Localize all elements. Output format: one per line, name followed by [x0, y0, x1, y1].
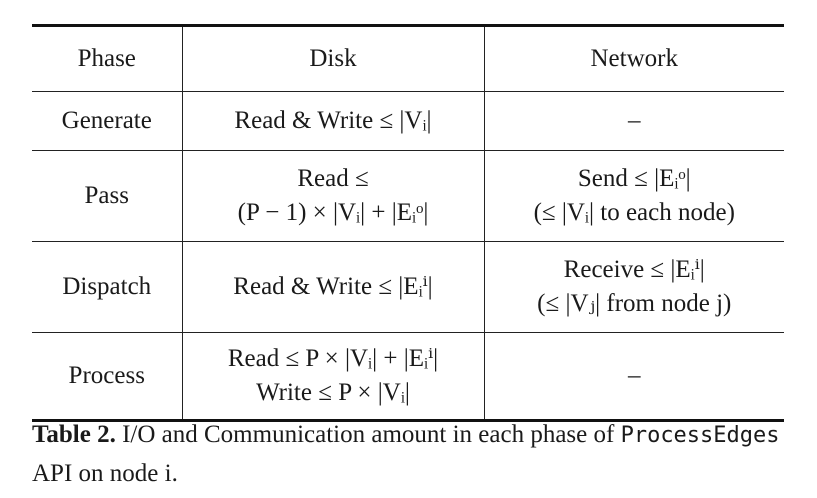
- phase-cell: Generate: [32, 91, 182, 151]
- caption-text: I/O and Communication amount in each pha…: [115, 421, 621, 448]
- disk-cell: Read ≤ P × |Vᵢ| + |Eᵢⁱ| Write ≤ P × |Vᵢ|: [181, 332, 484, 421]
- disk-line: Write ≤ P × |Vᵢ|: [256, 379, 410, 406]
- network-line: –: [628, 362, 641, 389]
- table-row: Process Read ≤ P × |Vᵢ| + |Eᵢⁱ| Write ≤ …: [32, 332, 784, 421]
- header-phase: Phase: [77, 45, 136, 72]
- network-line: Send ≤ |Eᵢᵒ|: [577, 165, 691, 192]
- disk-line: Read ≤ P × |Vᵢ| + |Eᵢⁱ|: [227, 345, 439, 372]
- io-communication-table: Phase Disk Network Generate Read & Write…: [32, 24, 784, 422]
- disk-cell: Read & Write ≤ |Vᵢ|: [181, 91, 484, 151]
- disk-line: Read ≤: [297, 165, 369, 192]
- network-cell: Send ≤ |Eᵢᵒ| (≤ |Vᵢ| to each node): [483, 150, 784, 242]
- table-header-row: Phase Disk Network: [32, 25, 784, 92]
- caption-code: ProcessEdges: [620, 423, 780, 448]
- table-row: Dispatch Read & Write ≤ |Eᵢⁱ| Receive ≤ …: [32, 241, 784, 333]
- disk-line: Read & Write ≤ |Eᵢⁱ|: [233, 273, 433, 300]
- table-row: Pass Read ≤ (P − 1) × |Vᵢ| + |Eᵢᵒ| Send …: [32, 150, 784, 242]
- header-network: Network: [483, 25, 784, 92]
- caption-text-end: API on node i.: [32, 460, 178, 487]
- disk-cell: Read & Write ≤ |Eᵢⁱ|: [181, 241, 484, 333]
- io-communication-table-wrap: Phase Disk Network Generate Read & Write…: [32, 24, 784, 422]
- disk-line: (P − 1) × |Vᵢ| + |Eᵢᵒ|: [237, 199, 429, 226]
- network-cell: –: [483, 332, 784, 421]
- phase-cell: Dispatch: [32, 241, 182, 333]
- network-cell: –: [483, 91, 784, 151]
- disk-cell: Read ≤ (P − 1) × |Vᵢ| + |Eᵢᵒ|: [181, 150, 484, 242]
- caption-label: Table 2.: [32, 421, 116, 448]
- network-line: Receive ≤ |Eᵢⁱ|: [563, 256, 705, 283]
- network-cell: Receive ≤ |Eᵢⁱ| (≤ |Vⱼ| from node j): [483, 241, 784, 333]
- phase-cell: Process: [32, 332, 182, 421]
- table-caption: Table 2. I/O and Communication amount in…: [32, 416, 792, 493]
- table-row: Generate Read & Write ≤ |Vᵢ| –: [32, 91, 784, 151]
- disk-line: Read & Write ≤ |Vᵢ|: [234, 107, 432, 134]
- network-line: –: [628, 107, 641, 134]
- network-line: (≤ |Vᵢ| to each node): [533, 199, 735, 226]
- header-disk: Disk: [181, 25, 484, 92]
- network-line: (≤ |Vⱼ| from node j): [537, 290, 732, 317]
- phase-cell: Pass: [32, 150, 182, 242]
